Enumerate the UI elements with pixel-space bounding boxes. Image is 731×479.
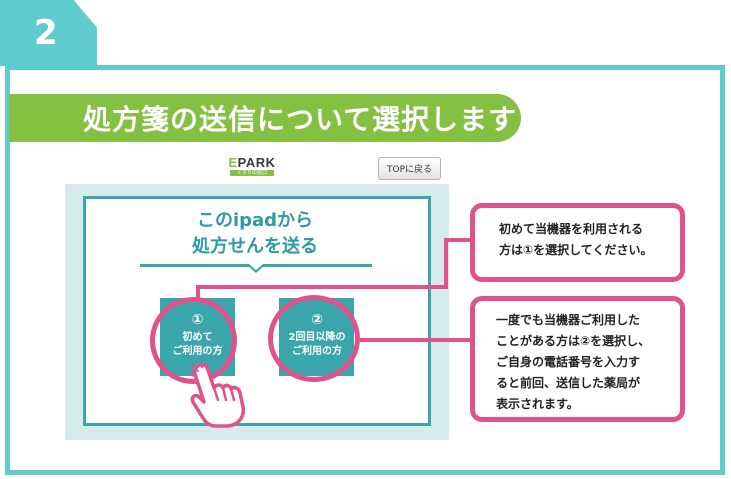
back-to-top-button[interactable]: TOPに戻る — [378, 157, 441, 180]
callout-2-line-3: ご自身の電話番号を入力す — [496, 355, 641, 369]
epark-logo: EPARK くすりの窓口 — [222, 156, 282, 178]
logo-text: PARK — [237, 155, 276, 170]
option-1-highlight-ring — [150, 297, 237, 384]
panel-heading: このipadから 処方せんを送る — [140, 208, 370, 260]
callout-first-time: 初めて当機器を利用される 方は①を選択してください。 — [470, 203, 685, 282]
callout-2-line-2: ことがある方は②を選択し、 — [496, 334, 651, 348]
callout-2-line-1: 一度でも当機器ご利用した — [496, 313, 641, 327]
step-title: 処方箋の送信について選択します — [83, 103, 518, 136]
option-2-highlight-ring — [268, 295, 360, 382]
panel-heading-line-1: このipadから — [196, 210, 314, 231]
callout-2-line-4: ると前回、送信した薬局が — [496, 376, 641, 390]
panel-heading-line-2: 処方せんを送る — [192, 236, 318, 257]
step-title-bar: 処方箋の送信について選択します — [9, 94, 521, 142]
hand-pointer-icon — [189, 362, 246, 428]
callout-returning: 一度でも当機器ご利用した ことがある方は②を選択し、 ご自身の電話番号を入力す … — [470, 296, 685, 422]
logo-mark: E — [228, 155, 238, 170]
callout-1-line-2: 方は①を選択してください。 — [499, 243, 653, 257]
callout-1-line-1: 初めて当機器を利用される — [499, 222, 644, 236]
logo-subtitle: くすりの窓口 — [230, 170, 274, 176]
send-prescription-panel — [83, 196, 431, 426]
callout-2-line-5: 表示されます。 — [496, 397, 579, 411]
step-number: 2 — [34, 13, 58, 53]
step-number-tab: 2 — [0, 0, 97, 66]
